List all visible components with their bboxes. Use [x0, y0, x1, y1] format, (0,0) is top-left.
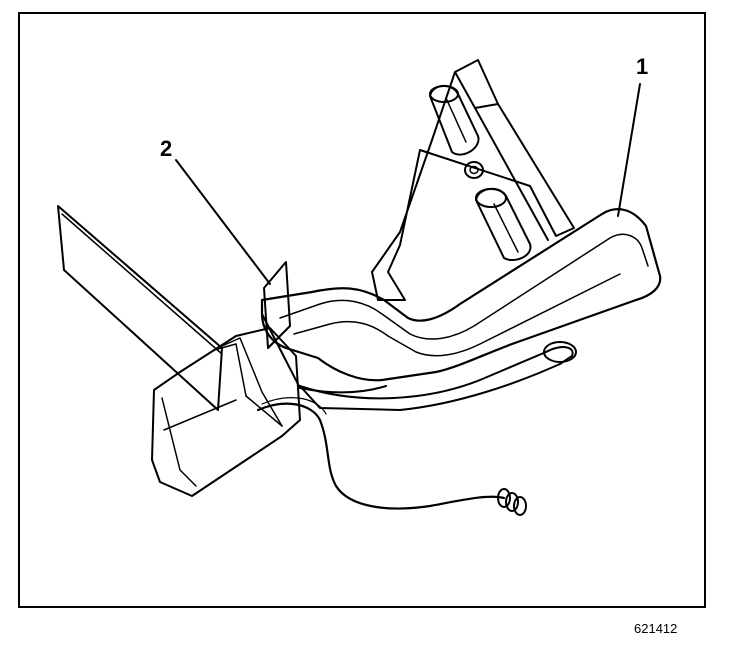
buckle-handle [260, 208, 662, 394]
upper-bolt [429, 85, 480, 156]
lower-bolt [475, 187, 532, 262]
latch-housing [151, 327, 301, 497]
figure-border [18, 12, 706, 608]
callout-1: 1 [636, 54, 649, 79]
callout-2: 2 [160, 136, 173, 161]
callout-2-leader [175, 159, 271, 285]
label-tag [263, 261, 291, 349]
nut [464, 161, 484, 179]
figure-number: 621412 [634, 621, 678, 636]
mounting-bracket [371, 59, 575, 301]
wire-harness [256, 397, 506, 510]
wire-connector [497, 488, 527, 516]
lower-plate [299, 341, 577, 411]
seat-belt-webbing [57, 205, 223, 411]
callout-1-leader [617, 83, 641, 217]
